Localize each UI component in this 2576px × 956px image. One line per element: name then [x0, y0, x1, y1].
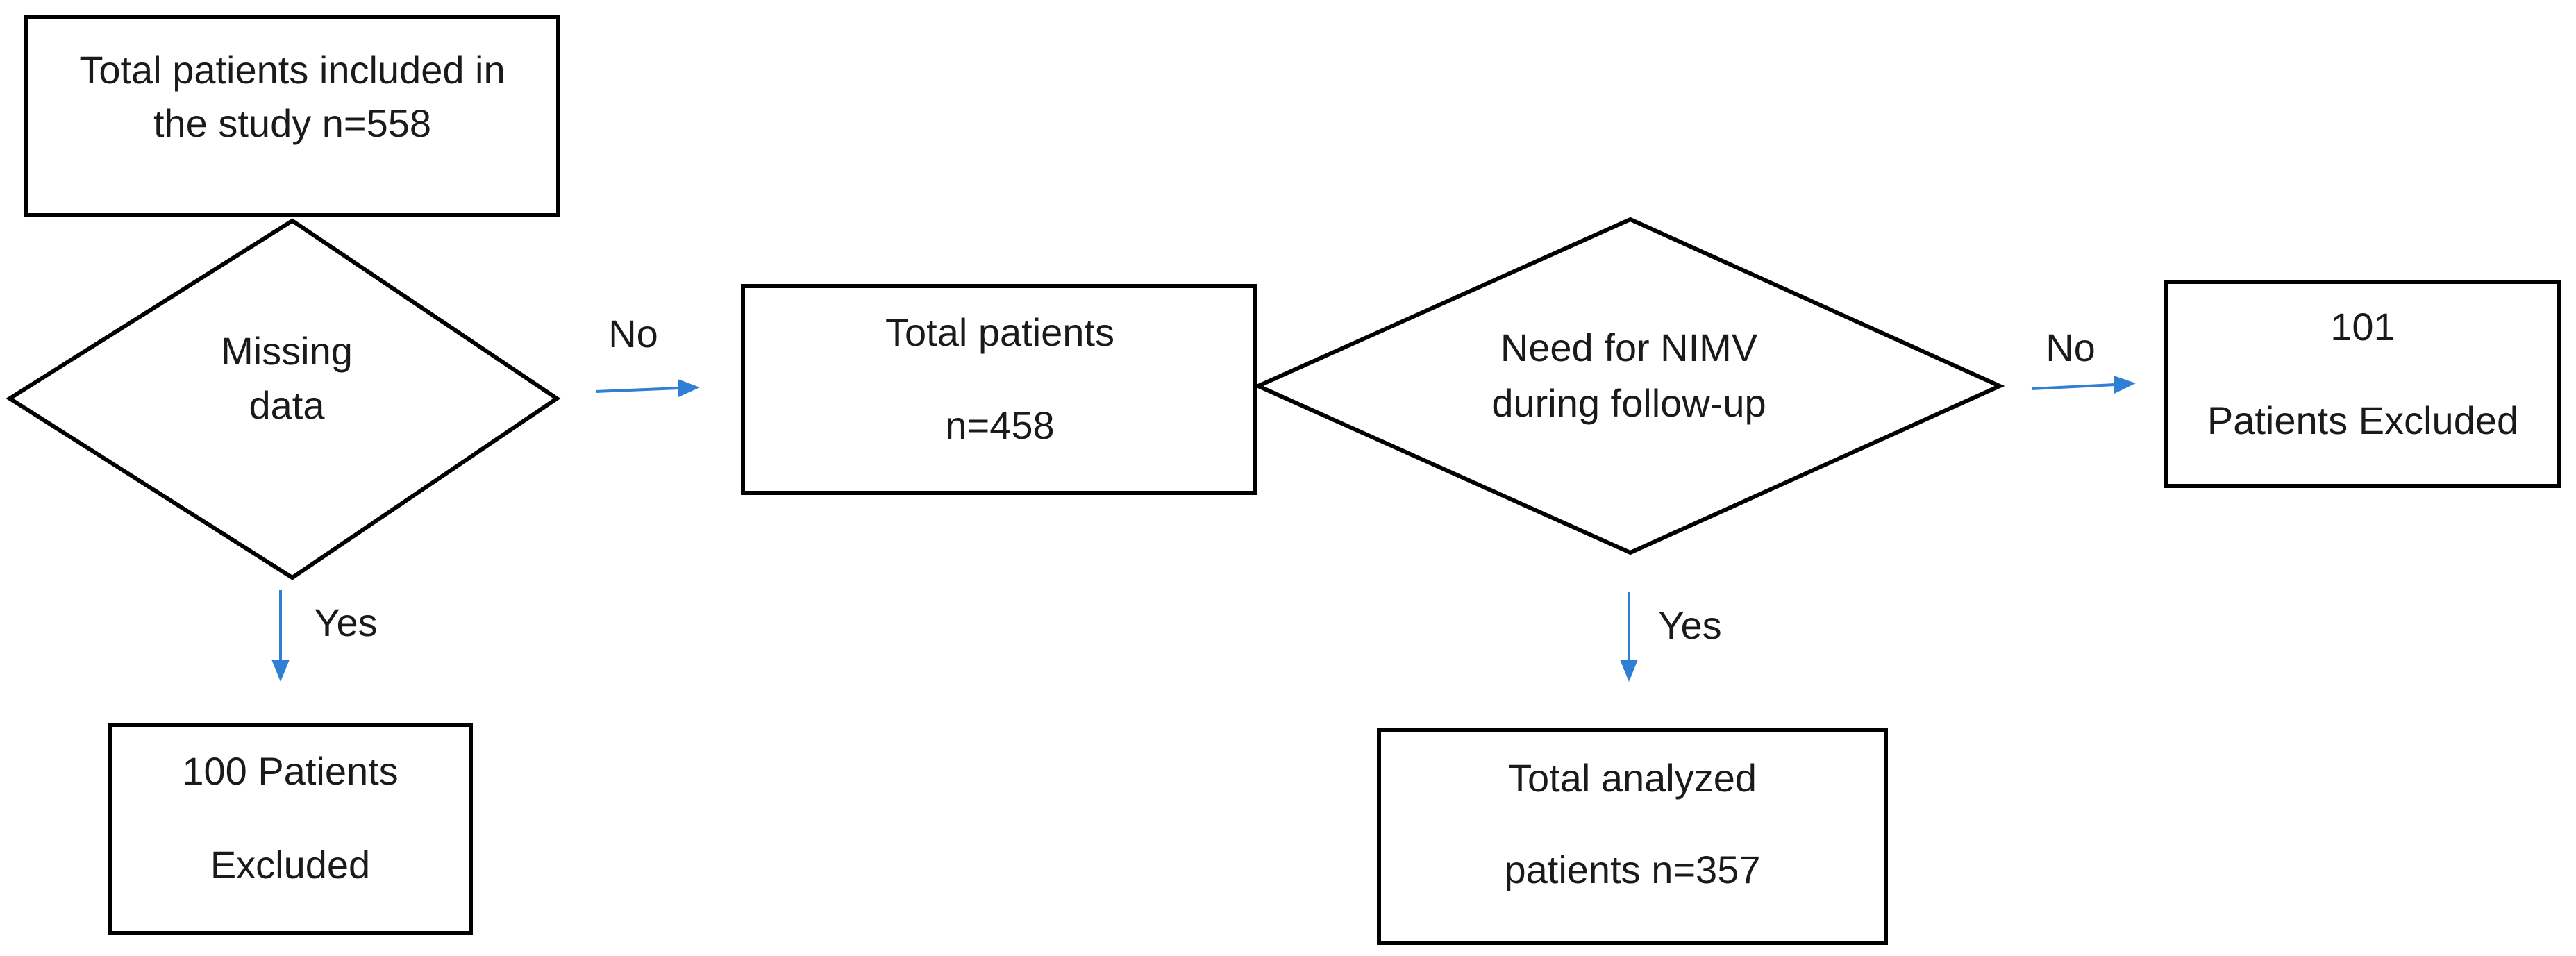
total-analyzed-line-1: Total analyzed: [1508, 756, 1757, 800]
excluded-100-line-2: Excluded: [210, 843, 370, 887]
total-analyzed-line-2: patients n=357: [1505, 848, 1761, 891]
total-458-line-1: Total patients: [885, 310, 1114, 354]
excluded-100-line-1: 100 Patients: [182, 749, 398, 793]
edge-label-missing-yes: Yes: [314, 601, 377, 644]
missing-data-line-1: Missing: [221, 329, 353, 373]
need-nimv-line-2: during follow-up: [1491, 381, 1766, 425]
missing-data-line-2: data: [249, 383, 326, 427]
excluded-101-box: 101 Patients Excluded: [2164, 280, 2561, 488]
excluded-100-box: 100 Patients Excluded: [108, 723, 473, 935]
arrow-missing-no: [595, 379, 700, 397]
excluded-101-line-1: 101: [2330, 305, 2395, 349]
edge-label-nimv-no: No: [2046, 326, 2096, 369]
total-included-box: Total patients included in the study n=5…: [24, 15, 560, 217]
edge-label-nimv-yes: Yes: [1658, 603, 1721, 647]
arrow-nimv-yes: [1620, 592, 1638, 682]
need-nimv-decision: Need for NIMV during follow-up: [1253, 217, 2005, 555]
total-458-line-2: n=458: [945, 403, 1054, 447]
total-included-line-2: the study n=558: [153, 101, 431, 145]
total-458-box: Total patients n=458: [741, 284, 1257, 495]
total-included-line-1: Total patients included in: [79, 48, 505, 92]
arrow-missing-yes: [271, 590, 290, 682]
arrow-nimv-no: [2031, 376, 2136, 394]
need-nimv-line-1: Need for NIMV: [1500, 326, 1758, 369]
edge-label-missing-no: No: [608, 312, 658, 355]
missing-data-decision: Missing data: [6, 218, 561, 580]
total-analyzed-box: Total analyzed patients n=357: [1377, 728, 1888, 945]
excluded-101-line-2: Patients Excluded: [2207, 399, 2518, 442]
